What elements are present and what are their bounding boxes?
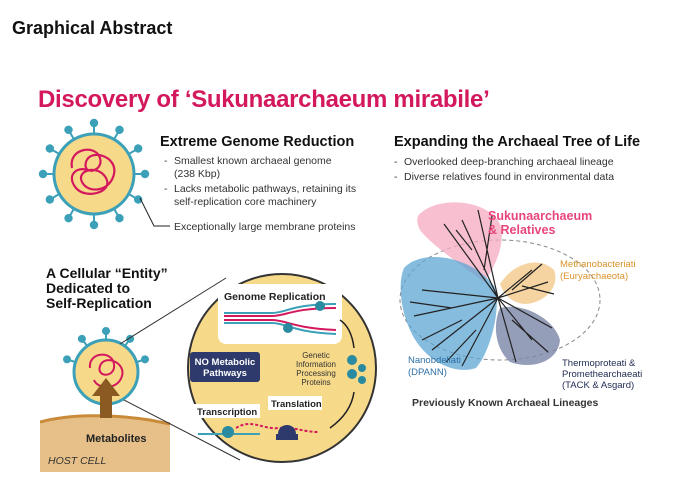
gip-line2: Information [296,360,336,369]
archaeon-cell-illustration [38,118,150,230]
archaeal-tree-diagram: Sukunaarchaeum & Relatives Methanobacter… [399,202,642,409]
bullet-lacks-metabolic: Lacks metabolic pathways, retaining itss… [164,183,379,209]
suku-label-line2: & Relatives [488,223,555,237]
bullet-smallest-genome: Smallest known archaeal genome(238 Kbp) [164,155,379,181]
metha-label-line2: (Euryarchaeota) [560,271,628,282]
metha-label-line1: Methanobacteriati [560,259,636,270]
bullet-deep-branching: Overlooked deep-branching archaeal linea… [394,156,664,169]
metabolite-arrow [92,378,120,418]
host-cell-label: HOST CELL [48,455,107,467]
metabolites-label: Metabolites [86,433,147,445]
metha-clade-blob [500,262,556,304]
thermo-label-line1: Thermoproteati & [562,358,636,369]
tree-footer-label: Previously Known Archaeal Lineages [412,397,598,409]
membrane-proteins-callout: Exceptionally large membrane proteins [174,221,356,233]
translation-tag [268,396,322,410]
tree-branches [409,209,555,367]
protein-cluster [347,355,366,384]
entity-heading: A Cellular “Entity” Dedicated to Self-Re… [46,266,168,311]
suku-label-line1: Sukunaarchaeum [488,209,592,223]
genome-reduction-heading: Extreme Genome Reduction [160,134,355,150]
genome-replication-label: Genome Replication [224,291,326,303]
cycle-arrow-up [339,319,355,349]
tree-of-life-heading: Expanding the Archaeal Tree of Life [394,134,641,150]
circular-genome [70,148,116,195]
nano-label-line1: Nanobdellati [408,355,461,366]
nano-label-line2: (DPANN) [408,367,447,378]
gip-line4: Proteins [301,378,330,387]
thermo-label-line3: (TACK & Asgard) [562,380,634,391]
known-lineages-outline [399,239,601,361]
mrna-strand [235,423,319,433]
gip-line1: Genetic [302,351,330,360]
entity-heading-line3: Self-Replication [46,295,152,311]
gip-line3: Processing [296,369,336,378]
cell-membrane [52,132,136,216]
entity-heading-line1: A Cellular “Entity” [46,265,168,281]
ribosome [278,425,296,434]
bullet-diverse-relatives: Diverse relatives found in environmental… [394,171,664,184]
translation-label: Translation [271,399,322,410]
no-metabolic-line1: NO Metabolic [195,357,256,368]
transcription-label: Transcription [197,407,257,418]
genome-replication-box [218,284,342,344]
entity-heading-line2: Dedicated to [46,280,131,296]
membrane-spikes [38,118,150,230]
no-metabolic-line2: Pathways [203,368,247,379]
callout-line [139,197,170,227]
transcription-tag [194,404,260,418]
graphical-abstract-label: Graphical Abstract [12,18,173,38]
thermo-label-line2: Promethearchaeati [562,369,642,380]
main-title: Discovery of ‘Sukunaarchaeum mirabile’ [38,86,490,113]
tree-of-life-bullets: Overlooked deep-branching archaeal linea… [394,156,664,186]
cycle-arrow-right [329,391,355,429]
no-metabolic-box [190,352,260,382]
genome-reduction-bullets: Smallest known archaeal genome(238 Kbp) … [164,155,379,211]
self-replication-diagram: Metabolites HOST CELL Genome Replication… [40,273,377,472]
nano-clade-blob [400,256,497,370]
